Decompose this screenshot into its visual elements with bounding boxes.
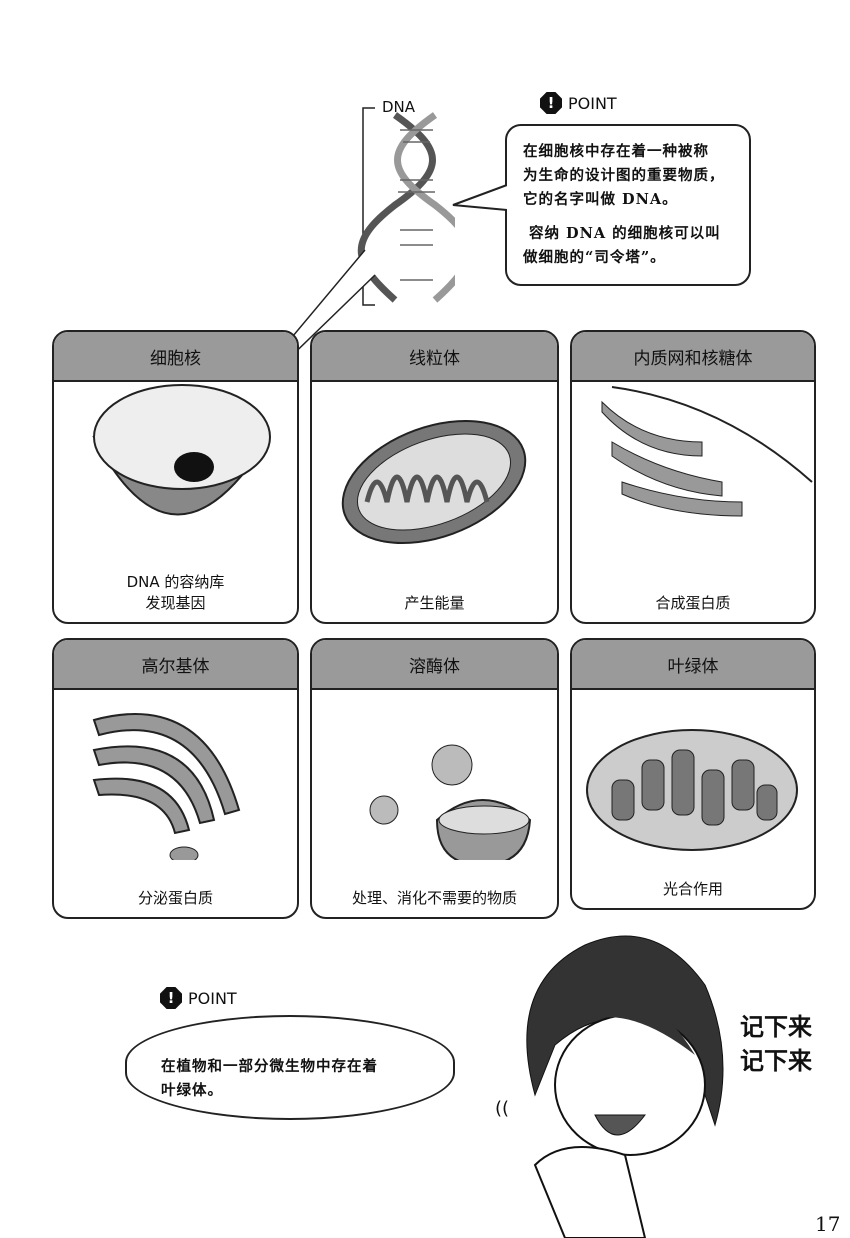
bubble-line: 为生命的设计图的重要物质， xyxy=(523,167,725,184)
exclamation-text: 记下来 记下来 xyxy=(740,1010,812,1078)
card-title: 内质网和核糖体 xyxy=(572,332,814,382)
bubble-line: 在细胞核中存在着一种被称 xyxy=(523,143,709,160)
caption-line: 发现基因 xyxy=(145,594,206,612)
exclamation-icon: ! xyxy=(540,92,562,114)
card-caption: 光合作用 xyxy=(572,879,814,900)
bubble-line: 容纳 DNA 的细胞核可以叫 xyxy=(529,225,721,242)
caption-line: 处理、消化不需要的物质 xyxy=(351,889,517,907)
card-title: 溶酶体 xyxy=(312,640,557,690)
card-caption: 合成蛋白质 xyxy=(572,593,814,614)
card-chloroplast: 叶绿体 光合作用 xyxy=(570,638,816,910)
card-title: 高尔基体 xyxy=(54,640,297,690)
card-golgi: 高尔基体 分泌蛋白质 xyxy=(52,638,299,919)
lysosome-illustration xyxy=(369,744,532,860)
girl-character-illustration xyxy=(526,935,724,1238)
point-header-top: ! POINT xyxy=(540,92,617,114)
card-caption: 产生能量 xyxy=(312,593,557,614)
bubble-line: 做细胞的“司令塔”。 xyxy=(523,249,666,266)
bubble-tail xyxy=(452,183,510,213)
card-mitochondria: 线粒体 产生能量 xyxy=(310,330,559,624)
bubble-line: 它的名字叫做 DNA。 xyxy=(523,191,678,208)
card-er-ribosome: 内质网和核糖体 合成蛋白质 xyxy=(570,330,816,624)
er-ribosome-illustration xyxy=(601,386,813,517)
card-title: 线粒体 xyxy=(312,332,557,382)
card-title: 叶绿体 xyxy=(572,640,814,690)
point-bubble-top: 在细胞核中存在着一种被称 为生命的设计图的重要物质， 它的名字叫做 DNA。 容… xyxy=(505,124,751,286)
point-label: POINT xyxy=(568,93,617,113)
caption-line: 产生能量 xyxy=(404,594,465,612)
golgi-illustration xyxy=(92,713,241,860)
card-caption: 分泌蛋白质 xyxy=(54,888,297,909)
exclamation-icon: ! xyxy=(160,987,182,1009)
card-lysosome: 溶酶体 处理、消化不需要的物质 xyxy=(310,638,559,919)
page-number: 17 xyxy=(815,1212,841,1236)
bubble-line: 在植物和一部分微生物中存在着 xyxy=(161,1058,378,1075)
dna-label: DNA xyxy=(382,98,416,116)
chloroplast-illustration xyxy=(586,729,798,851)
caption-line: 分泌蛋白质 xyxy=(137,889,213,907)
bubble-line: 叶绿体。 xyxy=(161,1082,223,1099)
point-header-bottom: ! POINT xyxy=(160,987,237,1009)
card-nucleus: 细胞核 DNA 的容纳库发现基因 xyxy=(52,330,299,624)
caption-line: 合成蛋白质 xyxy=(655,594,731,612)
sound-effect: (( xyxy=(495,1098,510,1119)
caption-line: DNA 的容纳库 xyxy=(126,573,225,591)
mitochondria-illustration xyxy=(341,419,527,545)
card-caption: 处理、消化不需要的物质 xyxy=(312,888,557,909)
point-label: POINT xyxy=(188,988,237,1008)
card-caption: DNA 的容纳库发现基因 xyxy=(54,572,297,614)
point-bubble-bottom: 在植物和一部分微生物中存在着 叶绿体。 xyxy=(125,1015,455,1120)
caption-line: 光合作用 xyxy=(662,880,723,898)
exclaim-line: 记下来 xyxy=(740,1047,812,1075)
exclaim-line: 记下来 xyxy=(740,1013,812,1041)
nucleus-illustration xyxy=(92,384,271,516)
card-title: 细胞核 xyxy=(54,332,297,382)
